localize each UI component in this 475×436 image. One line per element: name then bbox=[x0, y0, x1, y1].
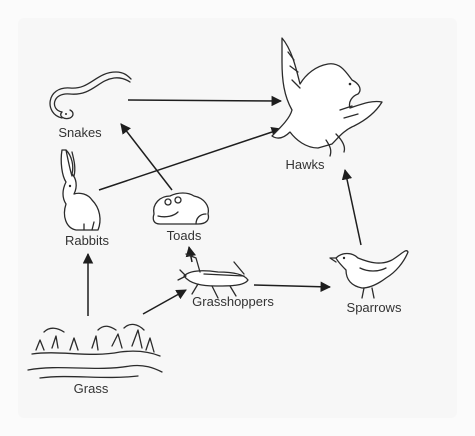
arrow-rabbits-to-hawks bbox=[98, 127, 282, 191]
grasshoppers-label: Grasshoppers bbox=[192, 294, 274, 309]
rabbit-icon bbox=[60, 149, 101, 231]
arrows bbox=[82, 95, 362, 316]
hawk-icon bbox=[271, 37, 383, 157]
snake-icon bbox=[49, 71, 132, 120]
toads-label: Toads bbox=[167, 228, 202, 243]
arrow-grasshoppers-to-sparrows bbox=[253, 281, 332, 292]
arrow-sparrows-to-hawks bbox=[341, 168, 362, 246]
hawks-label: Hawks bbox=[285, 157, 325, 172]
snakes-label: Snakes bbox=[58, 125, 102, 140]
arrow-grass-to-grasshoppers bbox=[142, 289, 187, 315]
sparrow-icon bbox=[329, 250, 409, 299]
toad-icon bbox=[152, 192, 210, 225]
arrow-grasshoppers-to-toads bbox=[185, 245, 197, 263]
grasshopper-icon bbox=[177, 253, 249, 299]
rabbits-label: Rabbits bbox=[65, 233, 110, 248]
arrow-snakes-to-hawks bbox=[127, 95, 283, 107]
sparrows-label: Sparrows bbox=[347, 300, 402, 315]
grass-icon bbox=[27, 323, 163, 379]
arrow-toads-to-snakes bbox=[120, 123, 173, 191]
grass-label: Grass bbox=[74, 381, 109, 396]
